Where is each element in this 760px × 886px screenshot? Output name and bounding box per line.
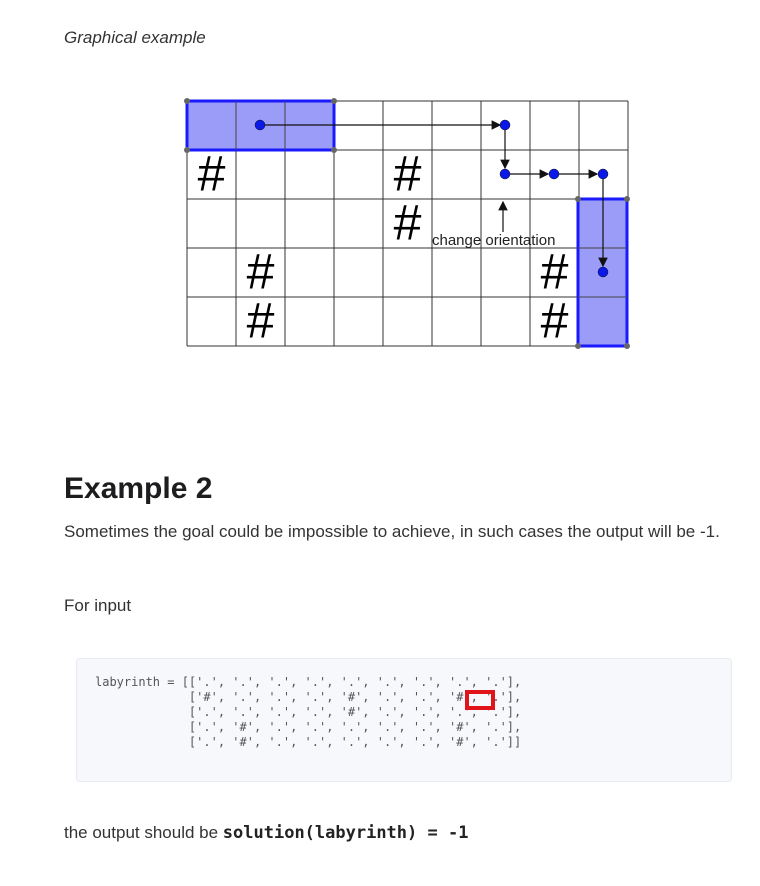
for-input-label: For input bbox=[64, 596, 132, 615]
code-line: ['.', '#', '.', '.', '.', '.', '.', '#',… bbox=[95, 735, 522, 749]
change-orientation-label: change orientation bbox=[432, 232, 555, 249]
output-line: the output should be solution(labyrinth)… bbox=[64, 823, 468, 843]
highlight-box bbox=[465, 690, 495, 710]
section-description: Sometimes the goal could be impossible t… bbox=[64, 522, 720, 541]
section-heading: Example 2 bbox=[64, 472, 213, 505]
corner-marker bbox=[624, 196, 630, 202]
labyrinth-diagram: ####### change orientation bbox=[184, 98, 630, 349]
wall-symbol: # bbox=[247, 293, 275, 349]
output-prefix: the output should be bbox=[64, 823, 223, 842]
path-dot bbox=[499, 119, 511, 131]
wall-symbol: # bbox=[394, 146, 422, 202]
corner-marker bbox=[184, 98, 190, 104]
wall-symbol: # bbox=[394, 195, 422, 251]
wall-symbol: # bbox=[198, 146, 226, 202]
path-dot bbox=[254, 119, 266, 131]
code-block: labyrinth = [['.', '.', '.', '.', '.', '… bbox=[76, 658, 732, 782]
path-dot bbox=[597, 168, 609, 180]
wall-symbols: ####### bbox=[198, 146, 569, 349]
code-line: ['#', '.', '.', '.', '#', '.', '.', '#',… bbox=[95, 690, 522, 704]
wall-symbol: # bbox=[541, 293, 569, 349]
corner-marker bbox=[624, 343, 630, 349]
wall-symbol: # bbox=[247, 244, 275, 300]
output-expression: solution(labyrinth) = -1 bbox=[222, 823, 469, 843]
corner-marker bbox=[575, 196, 581, 202]
wall-symbol: # bbox=[541, 244, 569, 300]
graphical-example-figure: ####### change orientation bbox=[0, 0, 760, 420]
code-line: labyrinth = [['.', '.', '.', '.', '.', '… bbox=[95, 675, 522, 689]
corner-marker bbox=[331, 98, 337, 104]
code-text: labyrinth = [['.', '.', '.', '.', '.', '… bbox=[95, 675, 521, 750]
path-dot bbox=[597, 266, 609, 278]
corner-marker bbox=[575, 343, 581, 349]
figure-caption: Graphical example bbox=[64, 28, 206, 47]
path-dot bbox=[548, 168, 560, 180]
corner-marker bbox=[331, 147, 337, 153]
corner-markers bbox=[184, 98, 630, 349]
corner-marker bbox=[184, 147, 190, 153]
code-line: ['.', '.', '.', '.', '#', '.', '.', '.',… bbox=[95, 705, 522, 719]
path-dot bbox=[499, 168, 511, 180]
code-line: ['.', '#', '.', '.', '.', '.', '.', '#',… bbox=[95, 720, 522, 734]
